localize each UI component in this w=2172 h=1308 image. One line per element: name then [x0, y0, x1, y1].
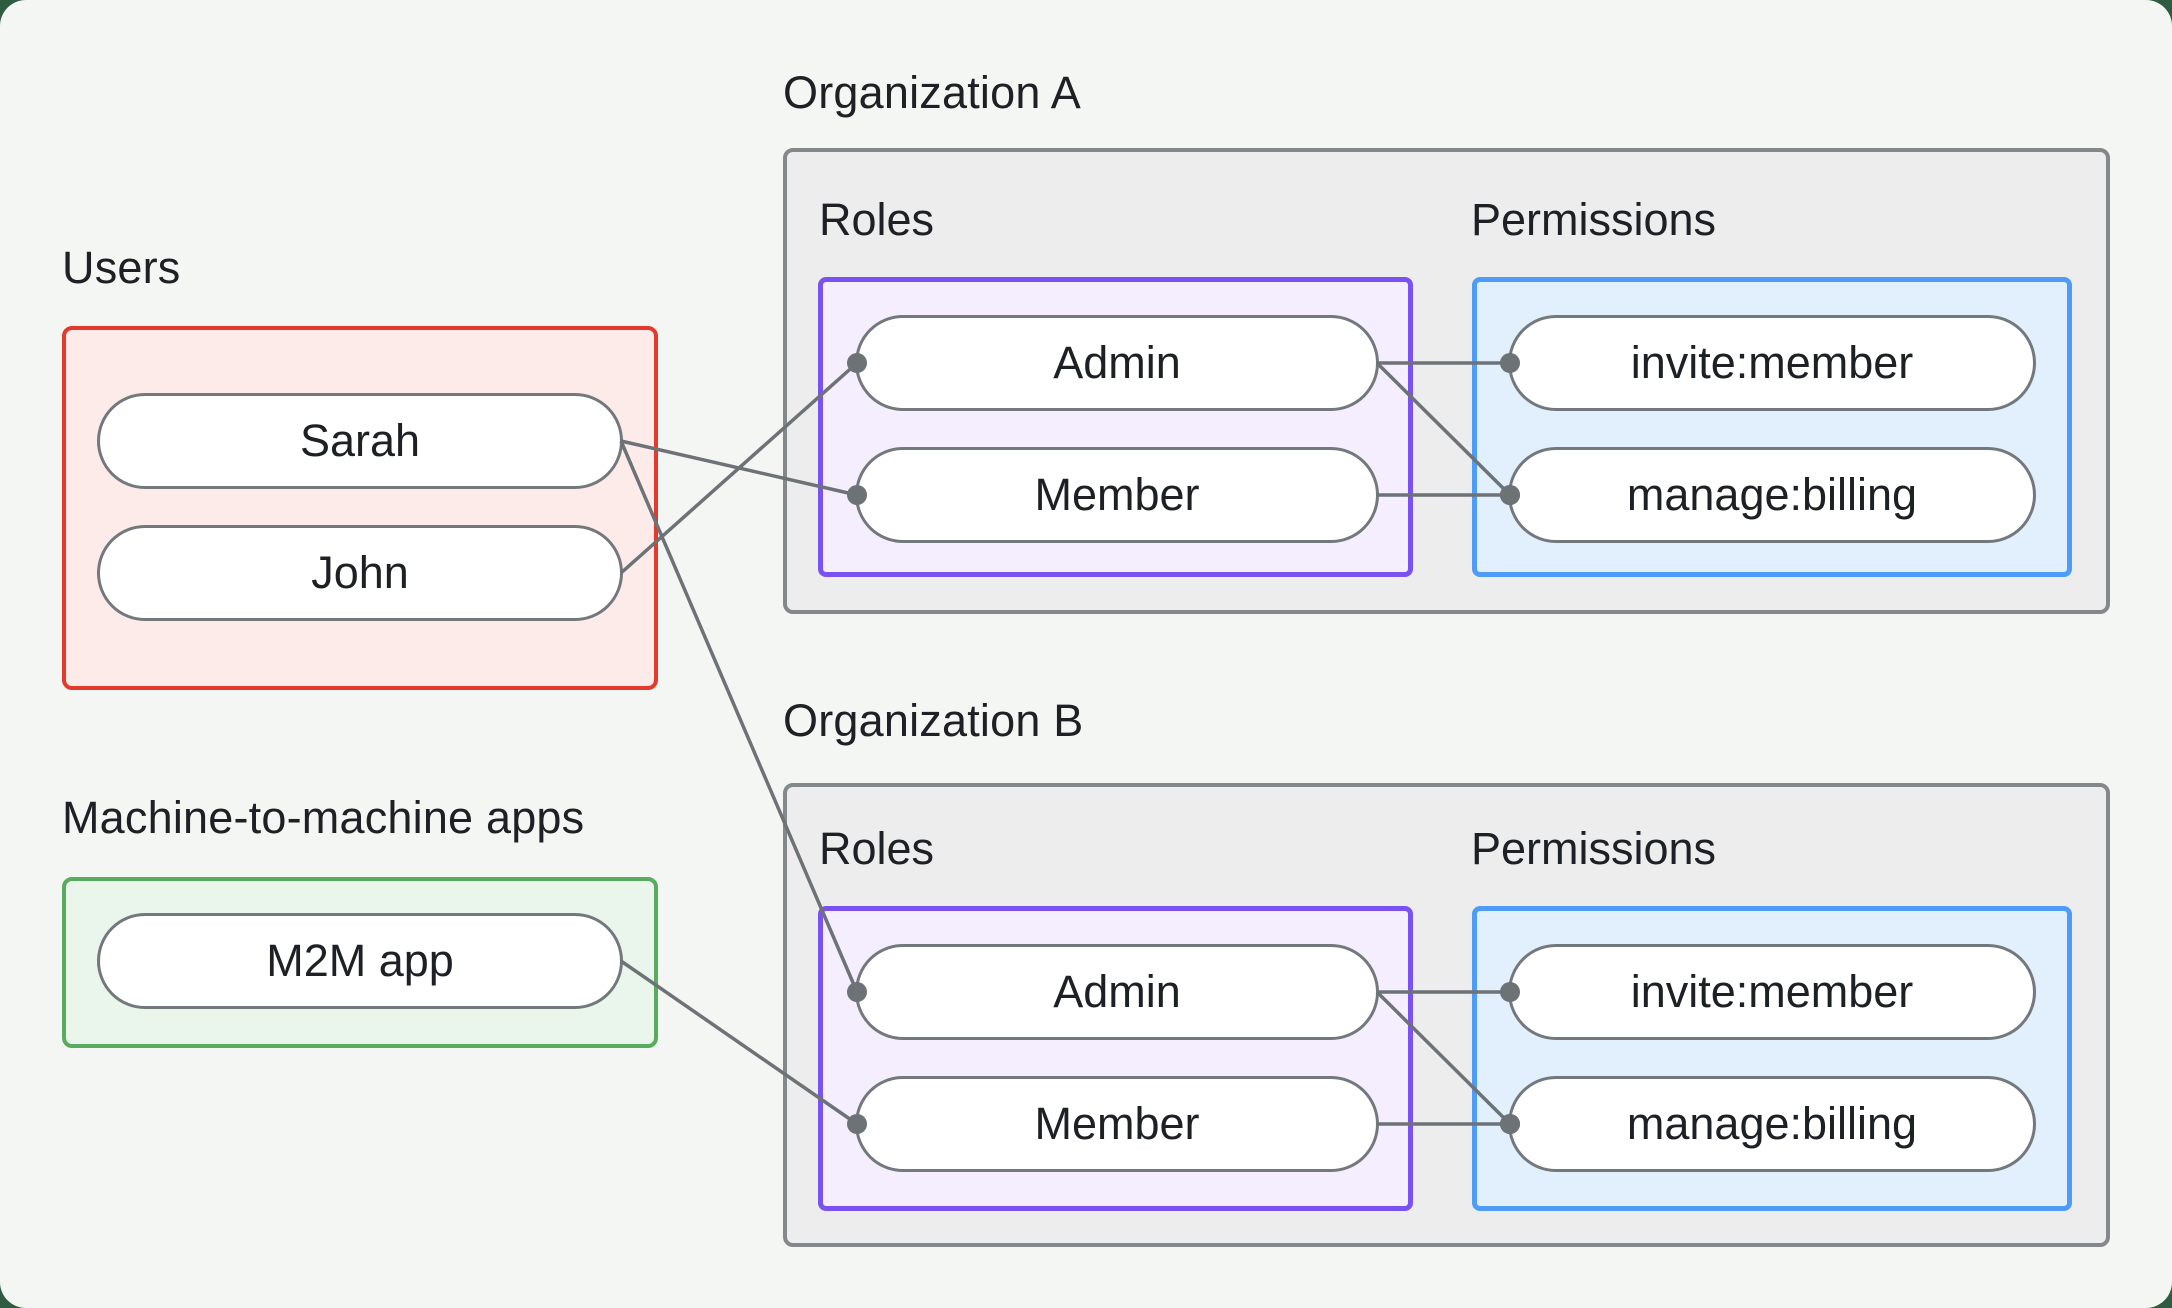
org-a-role-member: Member — [855, 447, 1379, 543]
org-b-role-member: Member — [855, 1076, 1379, 1172]
users-group-label: Users — [62, 242, 181, 293]
org-b-permissions-label: Permissions — [1471, 823, 1717, 874]
org-b-permission-invite-member: invite:member — [1508, 944, 2036, 1040]
org-b-permission-manage-billing: manage:billing — [1508, 1076, 2036, 1172]
org-b-title: Organization B — [783, 695, 1084, 746]
org-b-role-admin: Admin — [855, 944, 1379, 1040]
org-b-roles-label: Roles — [819, 823, 935, 874]
user-node-john: John — [97, 525, 623, 621]
org-a-permission-manage-billing: manage:billing — [1508, 447, 2036, 543]
users-group-box — [62, 326, 658, 690]
org-a-permissions-label: Permissions — [1471, 194, 1717, 245]
org-a-roles-label: Roles — [819, 194, 935, 245]
org-a-permission-invite-member: invite:member — [1508, 315, 2036, 411]
m2m-group-label: Machine-to-machine apps — [62, 792, 585, 843]
user-node-sarah: Sarah — [97, 393, 623, 489]
org-a-title: Organization A — [783, 67, 1081, 118]
m2m-app-node: M2M app — [97, 913, 623, 1009]
org-a-role-admin: Admin — [855, 315, 1379, 411]
